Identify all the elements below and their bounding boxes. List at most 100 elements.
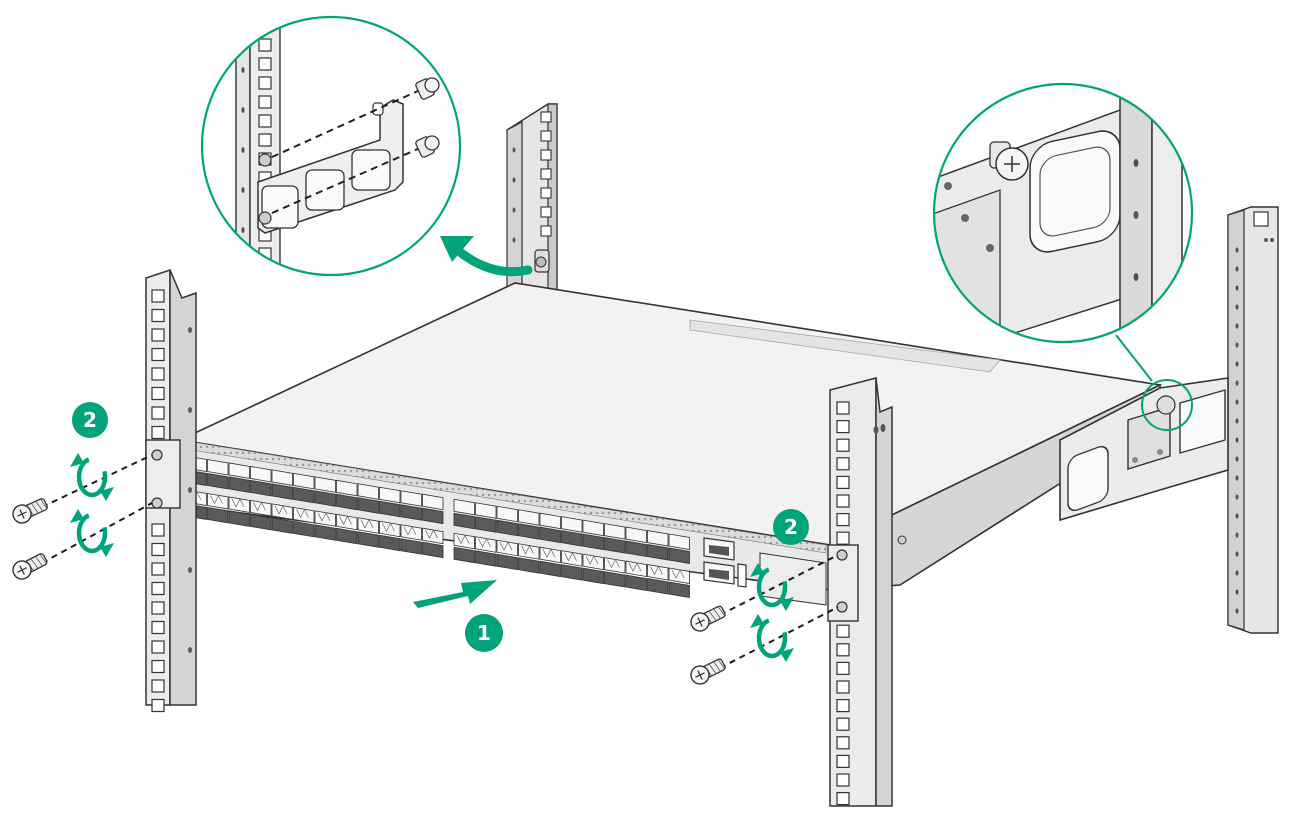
sfp-port bbox=[357, 483, 379, 500]
sfp-port bbox=[357, 531, 379, 548]
sfp-port bbox=[539, 560, 561, 578]
sfp-port bbox=[453, 546, 475, 564]
rack-hole bbox=[151, 425, 165, 440]
sfp-port bbox=[336, 527, 358, 545]
rack-slot bbox=[241, 27, 245, 33]
rack-hole bbox=[151, 328, 165, 342]
sfp-port bbox=[314, 524, 336, 541]
screw-icon bbox=[690, 658, 726, 685]
rack-hole bbox=[836, 494, 850, 508]
rear-post-square-holes bbox=[512, 111, 552, 243]
sfp-port-grid bbox=[185, 455, 690, 598]
magnifier-callout-bracket-screw bbox=[932, 82, 1194, 431]
arrow-right-up-icon bbox=[413, 580, 497, 608]
rack-hole bbox=[151, 542, 165, 557]
screw-icon bbox=[415, 77, 440, 100]
step-number: 2 bbox=[784, 515, 798, 539]
sfp-port bbox=[271, 517, 293, 534]
sfp-port bbox=[625, 526, 647, 544]
sfp-port bbox=[475, 516, 497, 533]
rack-slot bbox=[1235, 304, 1239, 310]
management-ports bbox=[703, 537, 747, 588]
sfp-port bbox=[271, 483, 293, 500]
rear-left-rack-post bbox=[506, 103, 558, 301]
rack-hole bbox=[151, 347, 165, 362]
left-mounting-ear bbox=[145, 439, 181, 509]
sfp-port bbox=[314, 490, 336, 507]
rack-slot bbox=[512, 237, 516, 243]
screw-icon bbox=[12, 553, 48, 580]
sfp-port bbox=[422, 541, 444, 559]
rack-hole bbox=[836, 475, 850, 489]
screws-and-guides bbox=[12, 454, 839, 685]
rack-hole bbox=[540, 225, 552, 237]
rear-right-post-holes bbox=[1235, 238, 1274, 614]
rack-hole bbox=[151, 581, 165, 596]
rack-hole bbox=[151, 659, 165, 674]
rack-hole bbox=[836, 717, 850, 731]
rack-hole bbox=[836, 401, 850, 415]
sfp-port bbox=[379, 534, 401, 552]
rack-hole bbox=[151, 601, 165, 615]
sfp-port bbox=[400, 524, 422, 541]
sfp-port bbox=[604, 557, 626, 574]
sfp-port bbox=[293, 472, 315, 490]
rack-slot bbox=[241, 227, 245, 233]
sfp-port bbox=[453, 532, 475, 550]
sfp-port bbox=[539, 526, 561, 544]
sfp-port bbox=[496, 553, 518, 571]
rack-hole bbox=[151, 562, 165, 576]
rack-slot bbox=[1235, 551, 1239, 557]
rack-slot bbox=[873, 426, 879, 434]
rack-hole bbox=[258, 19, 272, 33]
rack-slot bbox=[1235, 532, 1239, 538]
clockwise-rotation-icon bbox=[70, 453, 114, 501]
front-right-post-holes bbox=[836, 401, 886, 806]
sfp-port bbox=[400, 490, 422, 507]
sfp-port bbox=[561, 564, 583, 581]
sfp-port bbox=[518, 557, 540, 574]
rack-hole bbox=[836, 438, 850, 452]
screw-icon bbox=[690, 605, 726, 632]
rack-slot bbox=[1235, 399, 1239, 405]
sfp-port bbox=[647, 564, 669, 581]
dashed-guide-line bbox=[41, 502, 153, 564]
dashed-guide-line bbox=[41, 454, 153, 508]
sfp-port bbox=[228, 510, 250, 527]
rack-hole bbox=[258, 76, 272, 90]
sfp-port bbox=[336, 493, 358, 511]
rack-hole bbox=[258, 133, 272, 147]
dashed-guide-line bbox=[719, 606, 839, 669]
sfp-port bbox=[604, 571, 626, 588]
rack-hole bbox=[540, 130, 552, 142]
sfp-port bbox=[207, 492, 229, 510]
sfp-port bbox=[293, 506, 315, 524]
front-left-post-holes bbox=[151, 289, 192, 713]
screw-icon bbox=[12, 498, 48, 524]
sfp-port bbox=[400, 538, 422, 555]
rack-slot bbox=[1235, 361, 1239, 367]
rack-hole bbox=[151, 698, 165, 713]
sfp-port bbox=[250, 465, 272, 483]
rack-slot bbox=[512, 207, 516, 213]
rear-bracket-screw bbox=[1156, 395, 1176, 415]
rack-slot bbox=[188, 327, 192, 333]
rack-hole bbox=[836, 754, 850, 769]
rack-slot bbox=[1270, 238, 1274, 242]
rack-slot bbox=[1235, 342, 1239, 348]
rack-hole bbox=[540, 187, 552, 199]
rack-slot bbox=[188, 407, 192, 413]
rack-hole bbox=[151, 640, 165, 654]
screw-icon bbox=[989, 141, 1029, 181]
rack-slot bbox=[1235, 418, 1239, 424]
sfp-port bbox=[314, 476, 336, 493]
rack-slot bbox=[1235, 247, 1239, 253]
sfp-port bbox=[379, 486, 401, 504]
sfp-port bbox=[357, 517, 379, 534]
screw-icon bbox=[415, 135, 440, 158]
sfp-port bbox=[453, 498, 475, 516]
rack-slot bbox=[1235, 266, 1239, 272]
sfp-port bbox=[357, 497, 379, 514]
sfp-port bbox=[582, 553, 604, 571]
